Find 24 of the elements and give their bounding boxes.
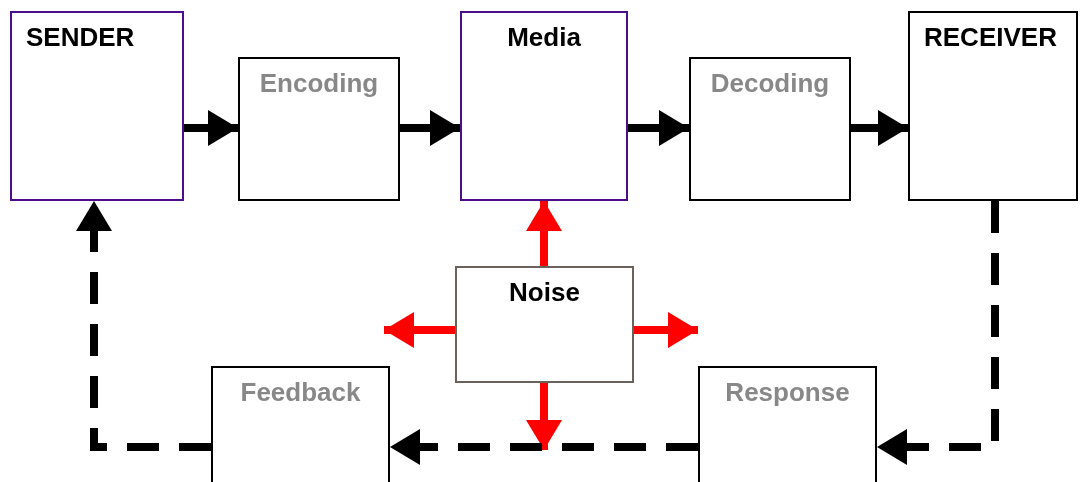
arrow <box>851 110 908 146</box>
box-label: SENDER <box>26 23 135 52</box>
process-box <box>10 11 184 201</box>
dashed-arrow <box>877 201 999 465</box>
dashed-arrow <box>390 429 698 465</box>
process-box <box>211 366 390 482</box>
arrow <box>628 110 689 146</box>
box-label: Encoding <box>259 69 379 98</box>
box-label: Response <box>725 378 850 407</box>
arrow <box>400 110 460 146</box>
process-box <box>908 11 1078 201</box>
box-label: Noise <box>509 278 580 307</box>
process-box <box>238 57 400 201</box>
arrow <box>526 201 562 266</box>
process-box <box>698 366 877 482</box>
process-box <box>455 266 634 383</box>
dashed-arrow <box>76 201 211 451</box>
process-box <box>460 11 628 201</box>
box-label: Media <box>507 23 581 52</box>
box-label: RECEIVER <box>924 23 1057 52</box>
box-label: Decoding <box>710 69 830 98</box>
box-label: Feedback <box>240 378 361 407</box>
process-box <box>689 57 851 201</box>
arrow <box>184 110 238 146</box>
